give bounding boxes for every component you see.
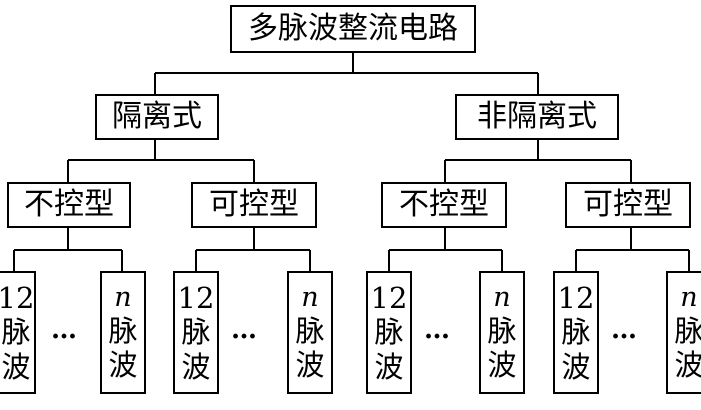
leaf-line: 脉 xyxy=(374,315,404,350)
type-controlled-nonisolated: 可控型 xyxy=(565,182,691,228)
leaf-line: 波 xyxy=(108,348,138,383)
leaf-line: n xyxy=(493,282,511,314)
leaf-line: 波 xyxy=(1,349,31,384)
leaf-line: 脉 xyxy=(1,315,31,350)
leaf-line: 脉 xyxy=(181,315,211,350)
type-controlled-isolated: 可控型 xyxy=(191,182,317,228)
leaf-line: 脉 xyxy=(295,314,325,349)
leaf-12-pulse: 12 脉 波 xyxy=(0,271,36,394)
ellipsis: … xyxy=(231,315,259,345)
leaf-n-pulse: n 脉 波 xyxy=(100,271,146,394)
leaf-line: 脉 xyxy=(674,314,701,349)
leaf-n-pulse: n 脉 波 xyxy=(287,271,333,394)
leaf-line: 波 xyxy=(295,348,325,383)
leaf-line: 脉 xyxy=(487,314,517,349)
leaf-line: 脉 xyxy=(108,314,138,349)
leaf-line: n xyxy=(680,282,698,314)
leaf-line: 12 xyxy=(0,281,35,316)
leaf-12-pulse: 12 脉 波 xyxy=(173,271,219,394)
leaf-line: n xyxy=(114,282,132,314)
leaf-line: 波 xyxy=(487,348,517,383)
type-uncontrolled-isolated: 不控型 xyxy=(7,182,131,228)
ellipsis: … xyxy=(51,315,79,345)
leaf-line: 12 xyxy=(557,281,595,316)
root-node: 多脉波整流电路 xyxy=(230,5,476,53)
leaf-12-pulse: 12 脉 波 xyxy=(366,271,412,394)
leaf-n-pulse: n 脉 波 xyxy=(666,271,701,394)
leaf-line: 波 xyxy=(374,349,404,384)
leaf-n-pulse: n 脉 波 xyxy=(479,271,525,394)
branch-non-isolated: 非隔离式 xyxy=(455,94,619,140)
ellipsis: … xyxy=(424,315,452,345)
leaf-line: 脉 xyxy=(561,315,591,350)
leaf-line: n xyxy=(301,282,319,314)
leaf-line: 波 xyxy=(674,348,701,383)
ellipsis: … xyxy=(611,315,639,345)
type-uncontrolled-nonisolated: 不控型 xyxy=(381,182,507,228)
leaf-line: 波 xyxy=(181,349,211,384)
leaf-line: 波 xyxy=(561,349,591,384)
leaf-12-pulse: 12 脉 波 xyxy=(553,271,599,394)
branch-isolated: 隔离式 xyxy=(95,94,219,140)
leaf-line: 12 xyxy=(177,281,215,316)
leaf-line: 12 xyxy=(370,281,408,316)
